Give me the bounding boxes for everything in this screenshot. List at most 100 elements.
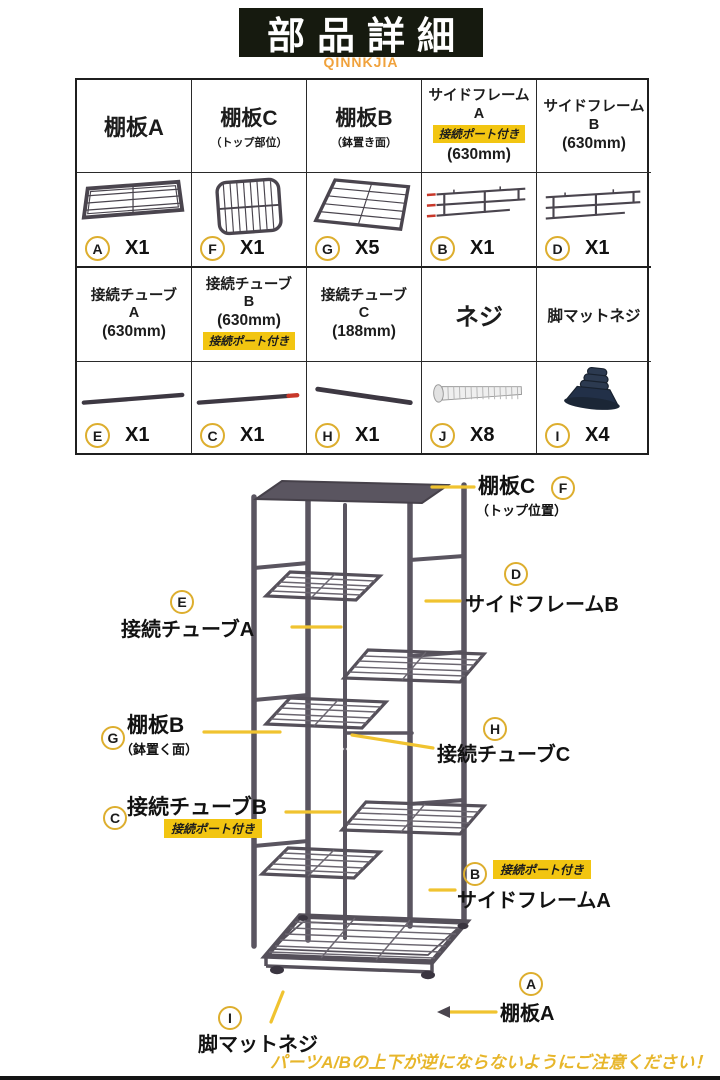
cell-shelf-a-header: 棚板A: [77, 80, 192, 173]
part-letter-badge: A: [85, 236, 110, 261]
part-title-line2: A: [128, 305, 140, 321]
cell-tube-c-header: 接続チューブ C (188mm): [307, 268, 422, 362]
side-frame-b-icon: [545, 189, 641, 220]
part-title: 接続チューブ: [320, 287, 408, 304]
tube-b-icon: [196, 393, 300, 405]
callout-shelf-c-note: （トップ位置）: [476, 503, 568, 518]
page-title: 部品詳細: [266, 13, 467, 58]
brand-name: QINNKJIA: [323, 54, 399, 70]
part-title: ネジ: [455, 304, 503, 331]
part-note: （鉢置き面）: [331, 137, 397, 149]
connection-port-badge: 接続ポート付き: [432, 124, 526, 143]
cell-side-frame-a-image: B X1: [422, 173, 537, 268]
callout-shelf-a-label: 棚板A: [500, 1003, 555, 1025]
tube-a-icon: [81, 392, 185, 405]
callout-tube-b-badge: 接続ポート付き: [164, 819, 263, 838]
part-qty: X1: [125, 237, 150, 259]
cell-shelf-b-header: 棚板B （鉢置き面）: [307, 80, 422, 173]
cell-shelf-c-header: 棚板C （トップ部位）: [192, 80, 307, 173]
cell-screw-header: ネジ: [422, 268, 537, 362]
bottom-edge-strip: [0, 1076, 720, 1080]
part-title: 棚板B: [335, 107, 393, 130]
orientation-warning-text: パーツA/Bの上下が逆にならないようにご注意ください！: [270, 1053, 712, 1072]
cell-shelf-a-image: A X1: [77, 173, 192, 268]
part-qty: X5: [355, 237, 380, 259]
part-size: (630mm): [562, 134, 626, 152]
callout-foot-screw-letter: I: [218, 1006, 242, 1030]
side-frame-a-icon: [426, 186, 526, 218]
cell-tube-c-image: H X1: [307, 362, 422, 453]
part-letter-badge: D: [545, 236, 570, 261]
callout-shelf-c-letter: F: [551, 476, 575, 500]
connection-port-badge: 接続ポート付き: [202, 332, 296, 351]
part-letter-badge: B: [430, 236, 455, 261]
part-letter-badge: G: [315, 236, 340, 261]
part-size: (630mm): [102, 323, 166, 341]
screw-icon: [433, 384, 523, 403]
part-qty: X1: [240, 424, 265, 446]
callout-shelf-a-letter: A: [519, 972, 543, 996]
part-size: (188mm): [332, 323, 396, 341]
part-letter-badge: E: [85, 423, 110, 448]
callout-foot-screw-label: 脚マットネジ: [198, 1034, 318, 1056]
shelf-a-icon: [81, 179, 185, 220]
cell-foot-screw-image: I X4: [537, 362, 651, 453]
callout-side-frame-a-letter: B: [463, 862, 487, 886]
callout-tube-a-label: 接続チューブA: [121, 619, 255, 641]
cell-tube-a-header: 接続チューブ A (630mm): [77, 268, 192, 362]
part-letter-badge: H: [315, 423, 340, 448]
shelf-b-icon: [313, 178, 411, 232]
part-qty: X1: [240, 237, 265, 259]
part-note: （トップ部位）: [210, 137, 288, 149]
cell-screw-image: J X8: [422, 362, 537, 453]
part-size: (630mm): [217, 312, 281, 330]
shelf-c-icon: [215, 177, 283, 236]
cell-side-frame-b-header: サイドフレーム B (630mm): [537, 80, 651, 173]
title-banner: 部品詳細: [239, 8, 483, 58]
callout-shelf-b-label: 棚板B: [127, 714, 185, 737]
part-letter-badge: I: [545, 423, 570, 448]
callout-side-frame-a-badge: 接続ポート付き: [493, 860, 592, 879]
part-title-line2: A: [473, 105, 485, 122]
part-title: サイドフレーム: [428, 88, 530, 105]
part-qty: X1: [125, 424, 150, 446]
callout-tube-a-letter: E: [170, 590, 194, 614]
part-title: 脚マットネジ: [547, 307, 641, 325]
part-qty: X1: [355, 424, 380, 446]
parts-table: 棚板A 棚板C （トップ部位） 棚板B （鉢置き面） サイドフレーム A 接続ポ…: [75, 78, 651, 455]
part-title: 接続チューブ: [90, 287, 178, 304]
callout-shelf-b-letter: G: [101, 726, 125, 750]
callout-shelf-b-note: （鉢置く面）: [120, 742, 199, 757]
part-title: 接続チューブ: [205, 276, 293, 293]
part-letter-badge: C: [200, 423, 225, 448]
cell-tube-b-image: C X1: [192, 362, 307, 453]
part-title: 棚板C: [220, 107, 278, 130]
cell-shelf-b-image: G X5: [307, 173, 422, 268]
callout-tube-b-letter: C: [103, 806, 127, 830]
tube-c-icon: [315, 386, 413, 406]
callout-tube-b-label: 接続チューブB: [127, 796, 267, 819]
part-title-line2: B: [243, 294, 255, 310]
cell-tube-a-image: E X1: [77, 362, 192, 453]
part-qty: X4: [585, 424, 610, 446]
part-title-line2: B: [588, 116, 600, 133]
cell-side-frame-b-image: D X1: [537, 173, 651, 268]
part-qty: X8: [470, 424, 495, 446]
part-qty: X1: [585, 237, 610, 259]
cell-tube-b-header: 接続チューブ B (630mm) 接続ポート付き: [192, 268, 307, 362]
part-title-line2: C: [358, 305, 370, 321]
part-letter-badge: J: [430, 423, 455, 448]
part-qty: X1: [470, 237, 495, 259]
callout-side-frame-b-letter: D: [504, 562, 528, 586]
cell-shelf-c-image: F X1: [192, 173, 307, 268]
callout-side-frame-a-label: サイドフレームA: [457, 890, 611, 912]
callout-tube-c-letter: H: [483, 717, 507, 741]
part-title: サイドフレーム: [543, 99, 645, 116]
part-title: 棚板A: [104, 115, 164, 140]
cell-side-frame-a-header: サイドフレーム A 接続ポート付き (630mm): [422, 80, 537, 173]
callout-side-frame-b-label: サイドフレームB: [465, 594, 619, 616]
foot-screw-icon: [564, 366, 620, 410]
callout-shelf-c-label: 棚板C: [478, 475, 536, 498]
part-letter-badge: F: [200, 236, 225, 261]
